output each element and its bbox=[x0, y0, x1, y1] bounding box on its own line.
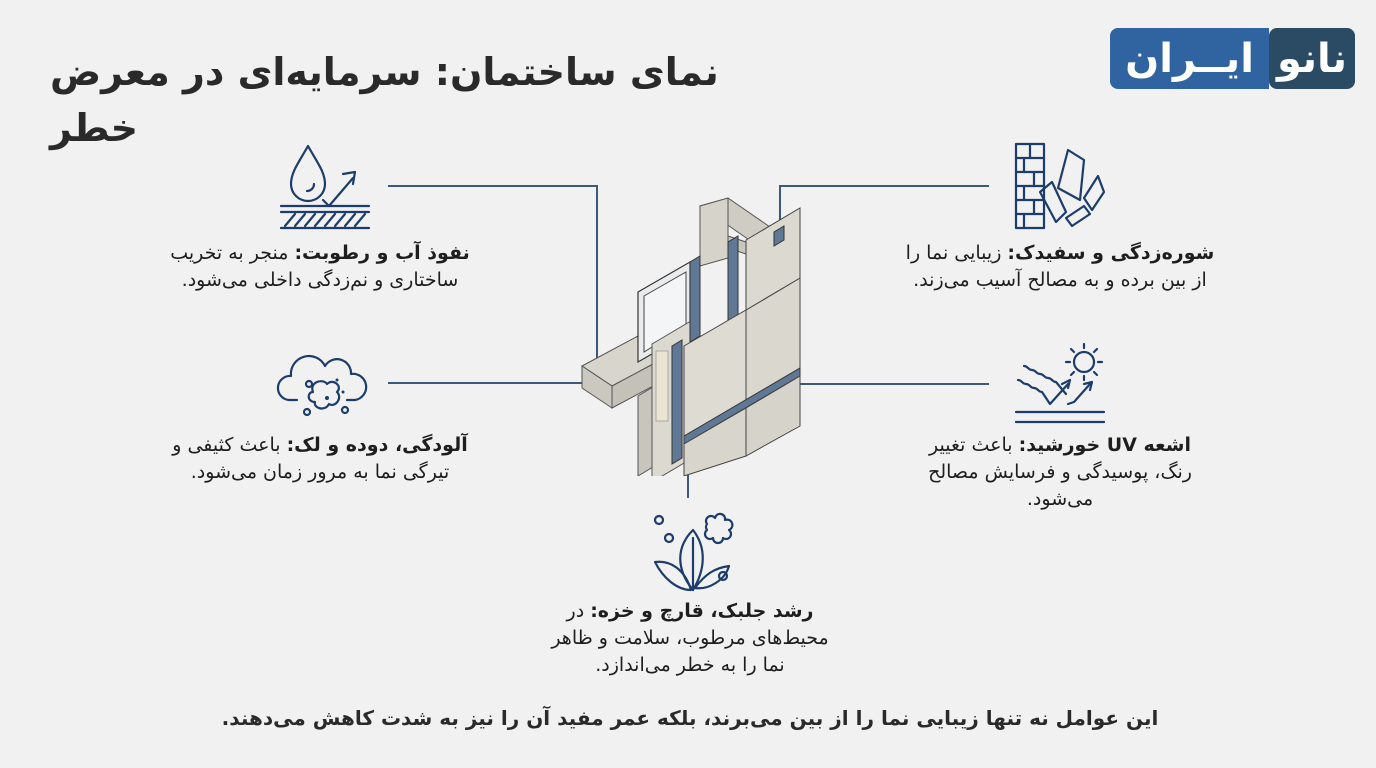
sun-uv-rays-icon bbox=[1014, 342, 1106, 424]
callout-pollution-text: آلودگی، دوده و لک: باعث کثیفی و تیرگی نم… bbox=[172, 434, 468, 483]
connector-uv-h bbox=[782, 383, 989, 385]
callout-efflorescence-text: شوره‌زدگی و سفیدک: زیبایی نما را از بین … bbox=[905, 242, 1215, 291]
leaf-spores-icon bbox=[653, 512, 734, 592]
water-drop-penetration-icon bbox=[279, 144, 371, 230]
facade-cross-section-illustration bbox=[581, 197, 801, 476]
callout-uv-text: اشعه UV خورشید: باعث تغییر رنگ، پوسیدگی … bbox=[928, 434, 1192, 510]
connector-water-v bbox=[596, 185, 598, 365]
connector-water-h bbox=[388, 185, 598, 187]
brick-wall-crystals-icon bbox=[1014, 142, 1106, 230]
callout-water-text: نفوذ آب و رطوبت: منجر به تخریب ساختاری و… bbox=[170, 242, 470, 291]
cloud-dust-icon bbox=[276, 354, 368, 417]
nano-iran-logo: ایــران نانو bbox=[1110, 28, 1355, 89]
footer-summary: این عوامل نه تنها زیبایی نما را از بین م… bbox=[221, 706, 1159, 730]
connector-pollution-h bbox=[388, 382, 598, 384]
page-title: نمای ساختمان: سرمایه‌ای در معرض خطر bbox=[50, 50, 719, 150]
callout-algae-text: رشد جلبک، قارچ و خزه: در محیط‌های مرطوب،… bbox=[551, 600, 829, 676]
logo-nano-part: نانو bbox=[1269, 28, 1355, 89]
connector-efflor-h bbox=[779, 185, 989, 187]
logo-iran-part: ایــران bbox=[1110, 28, 1269, 89]
